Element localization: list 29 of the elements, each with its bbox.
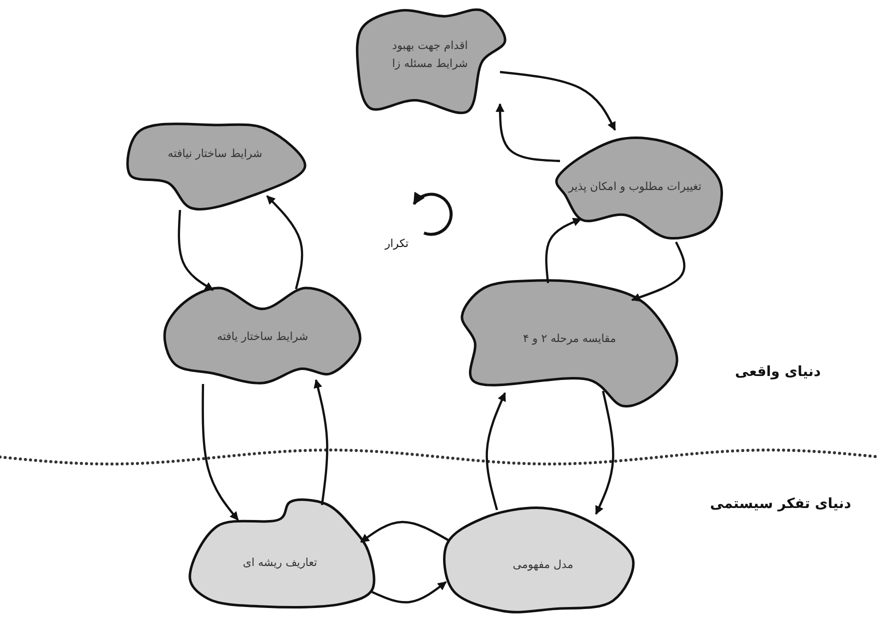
arrow <box>595 390 614 515</box>
arrow <box>631 242 686 302</box>
arrow <box>545 218 582 284</box>
blob-shape <box>443 506 635 614</box>
arrow <box>202 384 239 521</box>
node-label: مدل مفهومی <box>512 557 574 573</box>
node-label: مقایسه مرحله ۲ و ۴ <box>522 331 618 347</box>
arrow <box>496 103 560 162</box>
arrow <box>360 520 449 543</box>
node-label: اقدام جهت بهبود شرایط مسئله زا <box>391 38 469 72</box>
blob-shape <box>555 136 723 240</box>
blob-shape <box>460 279 678 408</box>
node-label: شرایط ساختار یافته <box>216 329 310 345</box>
zone-label: دنیای واقعی <box>735 364 821 380</box>
arrow <box>372 581 447 604</box>
arrow <box>486 392 506 510</box>
arrow <box>178 210 214 291</box>
node-label: شرایط ساختار نیافته <box>166 146 264 162</box>
blob-shape <box>188 498 376 609</box>
arrow <box>266 195 304 290</box>
zone-label: دنیای تفکر سیستمی <box>710 496 852 512</box>
node-label: تغییرات مطلوب و امکان پذیر <box>567 179 702 195</box>
arrow <box>314 379 328 506</box>
arrow <box>500 70 616 131</box>
repeat-label: تکرار <box>385 237 409 250</box>
blob-shape <box>126 122 306 210</box>
blob-shape <box>356 8 506 114</box>
node-label: تعاریف ریشه ای <box>242 555 318 571</box>
blob-shape <box>163 286 362 384</box>
